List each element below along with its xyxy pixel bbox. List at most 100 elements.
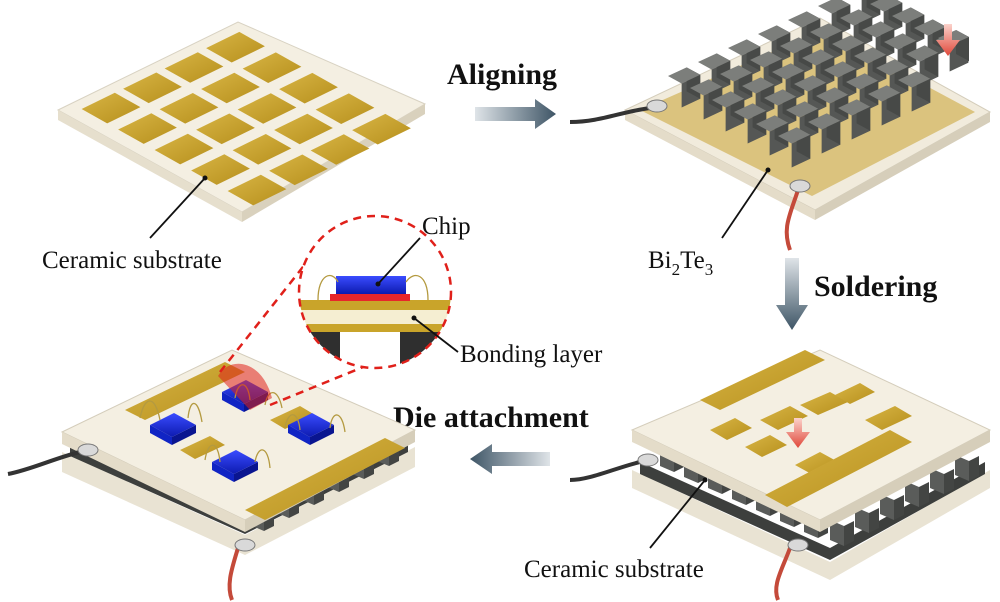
gold-pads <box>81 31 411 206</box>
step-soldering: Soldering <box>814 270 937 303</box>
bi2te3-cube <box>818 0 851 14</box>
gold-pad <box>164 52 224 83</box>
gold-pad <box>206 31 265 63</box>
chip <box>234 462 258 482</box>
pointer-dot <box>411 315 417 321</box>
chip <box>172 425 196 445</box>
bi2te3-cube <box>914 19 947 36</box>
module-leg <box>880 494 894 520</box>
wire-red <box>784 189 800 251</box>
bonding-layer <box>330 294 410 301</box>
bi2te3-cube <box>868 85 901 102</box>
chip <box>150 425 172 445</box>
bi2te3-cube <box>786 101 819 118</box>
bi2te3-cube <box>816 87 849 104</box>
gold-pad <box>315 93 375 124</box>
bi2te3-cube <box>846 73 879 90</box>
zoom-highlight <box>218 363 272 410</box>
pointer-line <box>721 169 769 239</box>
pointer-dot <box>765 167 771 173</box>
module-leg <box>855 507 869 533</box>
wire-terminal <box>646 99 668 113</box>
module-leg <box>844 521 854 546</box>
chip <box>150 413 196 437</box>
bi2te3-cube <box>824 61 857 78</box>
label-bonding-layer: Bonding layer <box>460 341 603 368</box>
module-leg <box>919 482 929 507</box>
wire-terminal <box>637 453 659 467</box>
bi2te3-cube <box>780 37 813 54</box>
module-leg <box>905 481 919 507</box>
gold-pad <box>242 52 302 83</box>
gold-pad <box>81 92 141 124</box>
bi2te3-cube <box>750 51 783 68</box>
module-leg <box>869 508 879 533</box>
gold-pad <box>310 134 370 165</box>
wire-black <box>569 460 641 482</box>
wire-red <box>774 547 792 601</box>
chip <box>310 425 334 445</box>
arrow-die-attachment <box>470 444 550 474</box>
panel-die-attached-module <box>7 349 417 601</box>
bi2te3-cube <box>876 59 909 76</box>
bi2te3-cube <box>802 49 835 66</box>
bi2te3-cube <box>668 67 701 84</box>
bi2te3-cube <box>906 45 939 62</box>
zoom-line <box>269 348 406 407</box>
placement-arrow-icon <box>786 418 810 448</box>
module-leg <box>830 520 844 546</box>
bi2te3-cube <box>764 89 797 106</box>
pointer-line <box>377 237 421 285</box>
gold-pad <box>196 113 255 145</box>
step-die-attachment: Die attachment <box>393 401 589 434</box>
bi2te3-cube <box>794 75 827 92</box>
gold-pad <box>232 134 292 165</box>
bi2te3-cube <box>772 63 805 80</box>
chip <box>288 425 310 445</box>
pointer-line <box>149 177 206 239</box>
pointer-dot <box>202 175 208 181</box>
gold-pad <box>154 133 214 165</box>
bi2te3-cube <box>892 7 925 24</box>
bi2te3-cube <box>756 115 789 132</box>
gold-pad <box>279 72 338 104</box>
chip <box>212 462 234 482</box>
pointer-line <box>413 317 459 353</box>
panel-soldered-module <box>569 349 992 601</box>
bi2te3-cube <box>698 53 731 70</box>
gold-pad <box>227 174 287 206</box>
gold-pad <box>237 93 297 124</box>
bi2te3-cube <box>742 77 775 94</box>
label-ceramic-substrate-bottom: Ceramic substrate <box>524 556 704 583</box>
bi2te3-cube <box>832 35 865 52</box>
bi2te3-cube <box>838 99 871 116</box>
chip <box>222 392 244 412</box>
wire-terminal <box>234 538 256 552</box>
bi2te3-cube <box>778 127 811 144</box>
bi2te3-cube <box>712 91 745 108</box>
bi2te3-cube <box>690 79 723 96</box>
module-leg <box>969 456 979 481</box>
pointer-dot <box>375 281 381 287</box>
pointer-line <box>649 479 706 549</box>
pointer-dot <box>702 477 708 483</box>
module-leg <box>955 455 969 481</box>
wire-terminal <box>789 179 811 193</box>
bi2te3-cube <box>734 103 767 120</box>
gold-pad <box>159 93 219 124</box>
bi2te3-cube <box>810 23 843 40</box>
label-bi2te3: Bi2Te3 <box>648 247 713 279</box>
wire-terminal <box>77 443 99 457</box>
module-leg <box>930 468 944 494</box>
bi2te3-cube <box>898 71 931 88</box>
bi2te3-cube <box>870 0 903 12</box>
bi2te3-legs <box>668 0 969 168</box>
wire-red <box>227 547 240 601</box>
arrow-soldering <box>776 258 808 330</box>
bi2te3-cube <box>720 65 753 82</box>
wire-black <box>569 106 651 124</box>
bi2te3-cube <box>854 47 887 64</box>
gold-traces <box>700 350 912 507</box>
